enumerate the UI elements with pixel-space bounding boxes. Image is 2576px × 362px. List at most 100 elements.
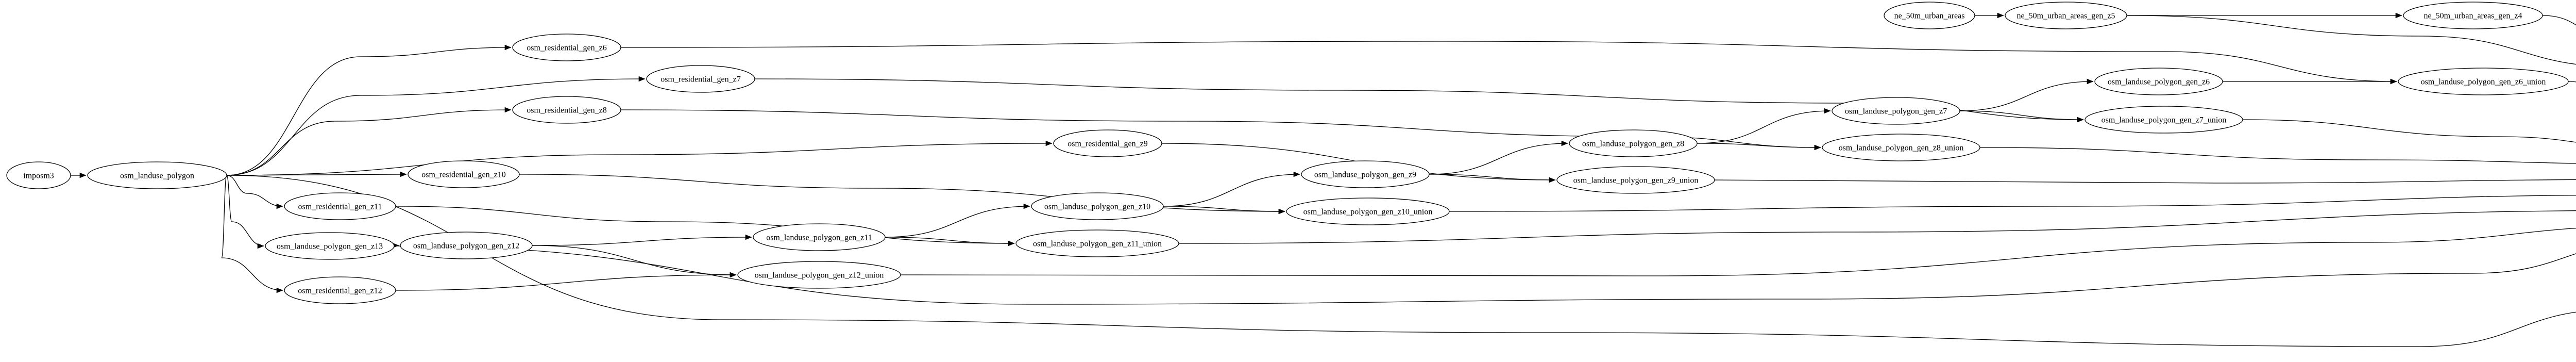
node-ne_50m_urban_areas_gen_z4: ne_50m_urban_areas_gen_z4 xyxy=(2403,2,2543,29)
nodes-layer: imposm3 osm_landuse_polygon osm_residentia… xyxy=(6,2,2569,304)
edge-osm_landuse_polygon-to-osm_landuse_polygon_gen_z13 xyxy=(226,175,264,249)
node-osm_residential_gen_z8: osm_residential_gen_z8 xyxy=(512,96,621,124)
edge-osm_landuse_polygon_gen_z8-to-osm_landuse_polygon_gen_z7 xyxy=(1697,108,1831,144)
node-label-osm_landuse_polygon_gen_z12: osm_landuse_polygon_gen_z12 xyxy=(413,242,519,251)
node-ellipse-osm_landuse_polygon_gen_z9 xyxy=(1301,160,1430,188)
node-osm_landuse_polygon_gen_z8_union: osm_landuse_polygon_gen_z8_union xyxy=(1822,134,1980,161)
node-label-osm_landuse_polygon_gen_z9: osm_landuse_polygon_gen_z9 xyxy=(1314,171,1416,179)
node-osm_residential_gen_z9: osm_residential_gen_z9 xyxy=(1053,129,1162,157)
node-label-osm_landuse_polygon_gen_z8: osm_landuse_polygon_gen_z8 xyxy=(1582,140,1684,149)
node-label-osm_residential_gen_z11: osm_residential_gen_z11 xyxy=(298,203,382,211)
edge-osm_landuse_polygon_gen_z10-to-osm_landuse_polygon_gen_z9 xyxy=(1163,171,1300,207)
node-ellipse-osm_landuse_polygon_gen_z12_union xyxy=(737,261,901,289)
node-label-osm_landuse_polygon_gen_z9_union: osm_landuse_polygon_gen_z9_union xyxy=(1573,176,1699,185)
node-osm_landuse_polygon_gen_z7: osm_landuse_polygon_gen_z7 xyxy=(1832,97,1960,125)
node-ellipse-osm_landuse_polygon_gen_z10_union xyxy=(1286,198,1450,225)
edge-osm_landuse_polygon-to-osm_residential_gen_z12 xyxy=(221,175,283,293)
node-ellipse-osm_landuse_polygon_gen_z6_union xyxy=(2398,68,2569,95)
node-osm_residential_gen_z6: osm_residential_gen_z6 xyxy=(512,34,621,61)
node-osm_landuse_polygon_gen_z7_union: osm_landuse_polygon_gen_z7_union xyxy=(2084,106,2243,134)
node-label-osm_landuse_polygon_gen_z11: osm_landuse_polygon_gen_z11 xyxy=(766,234,872,242)
edge-osm_landuse_polygon_gen_z8-to-osm_landuse_polygon_gen_z8_union xyxy=(1697,143,1821,151)
edge-osm_residential_gen_z12-to-osm_landuse_polygon_gen_z12_union xyxy=(395,272,737,291)
edge-osm_landuse_polygon_gen_z7_union-to-layer_landuse-z7 xyxy=(2242,119,2576,143)
node-label-osm_residential_gen_z8: osm_residential_gen_z8 xyxy=(527,106,607,115)
node-ellipse-osm_landuse_polygon_gen_z11_union xyxy=(1015,229,1179,257)
node-ellipse-osm_residential_gen_z9 xyxy=(1053,129,1162,157)
edge-osm_landuse_polygon-to-osm_residential_gen_z9 xyxy=(226,140,1053,176)
node-label-osm_landuse_polygon_gen_z10_union: osm_landuse_polygon_gen_z10_union xyxy=(1303,208,1433,217)
node-osm_residential_gen_z11: osm_residential_gen_z11 xyxy=(284,192,396,220)
node-ellipse-ne_50m_urban_areas_gen_z5 xyxy=(2005,2,2127,29)
node-osm_landuse_polygon_gen_z13: osm_landuse_polygon_gen_z13 xyxy=(265,232,395,260)
node-ellipse-ne_50m_urban_areas xyxy=(1884,2,1975,29)
node-ellipse-osm_residential_gen_z6 xyxy=(512,34,621,61)
node-label-osm_landuse_polygon_gen_z11_union: osm_landuse_polygon_gen_z11_union xyxy=(1033,240,1162,249)
node-osm_landuse_polygon_gen_z8: osm_landuse_polygon_gen_z8 xyxy=(1569,129,1698,157)
node-ellipse-osm_landuse_polygon_gen_z11 xyxy=(753,223,886,251)
edge-osm_residential_gen_z11-to-osm_landuse_polygon_gen_z11_union xyxy=(395,206,1015,246)
node-label-ne_50m_urban_areas_gen_z4: ne_50m_urban_areas_gen_z4 xyxy=(2424,12,2522,21)
node-osm_landuse_polygon_gen_z6: osm_landuse_polygon_gen_z6 xyxy=(2094,68,2223,95)
edge-ne_50m_urban_areas_gen_z5-to-layer_landuse-z5 xyxy=(2126,15,2576,65)
node-ellipse-osm_landuse_polygon_gen_z13 xyxy=(265,232,395,260)
node-label-ne_50m_urban_areas: ne_50m_urban_areas xyxy=(1894,12,1965,21)
node-ellipse-osm_landuse_polygon_gen_z7 xyxy=(1832,97,1960,125)
node-ellipse-osm_landuse_polygon_gen_z8 xyxy=(1569,129,1698,157)
node-label-osm_residential_gen_z12: osm_residential_gen_z12 xyxy=(298,287,382,295)
node-ne_50m_urban_areas: ne_50m_urban_areas xyxy=(1884,2,1975,29)
node-label-osm_landuse_polygon_gen_z6_union: osm_landuse_polygon_gen_z6_union xyxy=(2421,78,2546,87)
node-label-imposm3: imposm3 xyxy=(23,172,54,180)
node-ellipse-osm_residential_gen_z8 xyxy=(512,96,621,124)
node-label-osm_landuse_polygon: osm_landuse_polygon xyxy=(120,172,194,180)
edge-osm_landuse_polygon_gen_z8_union-to-layer_landuse-z8 xyxy=(1979,147,2576,164)
edge-osm_landuse_polygon-to-osm_residential_gen_z10 xyxy=(226,171,407,177)
edge-osm_landuse_polygon-to-osm_residential_gen_z8 xyxy=(226,107,512,176)
node-label-osm_landuse_polygon_gen_z12_union: osm_landuse_polygon_gen_z12_union xyxy=(755,271,884,280)
edge-osm_landuse_polygon_gen_z7-to-osm_landuse_polygon_gen_z6 xyxy=(1959,78,2094,111)
node-label-osm_residential_gen_z10: osm_residential_gen_z10 xyxy=(421,171,506,179)
node-osm_landuse_polygon_gen_z9: osm_landuse_polygon_gen_z9 xyxy=(1301,160,1430,188)
node-label-osm_landuse_polygon_gen_z8_union: osm_landuse_polygon_gen_z8_union xyxy=(1839,144,1964,153)
node-osm_landuse_polygon_gen_z12: osm_landuse_polygon_gen_z12 xyxy=(400,232,533,259)
node-osm_landuse_polygon_gen_z11: osm_landuse_polygon_gen_z11 xyxy=(753,223,886,251)
edge-osm_residential_gen_z6-to-osm_landuse_polygon_gen_z6_union xyxy=(620,41,2397,85)
edge-osm_landuse_polygon-to-layer_landuse-z14+ xyxy=(226,175,2576,347)
node-ellipse-osm_landuse_polygon_gen_z6 xyxy=(2094,68,2223,95)
node-osm_residential_gen_z12: osm_residential_gen_z12 xyxy=(284,276,396,304)
node-ellipse-osm_residential_gen_z10 xyxy=(408,160,520,188)
node-label-ne_50m_urban_areas_gen_z5: ne_50m_urban_areas_gen_z5 xyxy=(2016,12,2115,21)
edge-osm_landuse_polygon_gen_z6_union-to-layer_landuse-z6 xyxy=(2568,81,2576,83)
node-osm_landuse_polygon_gen_z11_union: osm_landuse_polygon_gen_z11_union xyxy=(1015,229,1179,257)
edge-osm_landuse_polygon_gen_z9-to-osm_landuse_polygon_gen_z8 xyxy=(1429,140,1568,175)
edge-osm_landuse_polygon-to-osm_residential_gen_z6 xyxy=(226,44,512,176)
node-osm_landuse_polygon: osm_landuse_polygon xyxy=(87,161,227,189)
node-label-osm_landuse_polygon_gen_z10: osm_landuse_polygon_gen_z10 xyxy=(1044,203,1150,211)
edge-osm_landuse_polygon_gen_z13-to-layer_landuse-z13 xyxy=(394,245,2576,305)
edge-osm_landuse_polygon_gen_z11-to-osm_landuse_polygon_gen_z10 xyxy=(885,203,1030,238)
node-osm_landuse_polygon_gen_z12_union: osm_landuse_polygon_gen_z12_union xyxy=(737,261,901,289)
edge-osm_landuse_polygon-to-osm_residential_gen_z11 xyxy=(226,175,283,209)
node-label-osm_landuse_polygon_gen_z7_union: osm_landuse_polygon_gen_z7_union xyxy=(2102,116,2227,125)
edge-osm_landuse_polygon_gen_z11_union-to-layer_landuse-z11 xyxy=(1178,210,2576,244)
node-ellipse-osm_landuse_polygon_gen_z9_union xyxy=(1556,166,1715,194)
node-ne_50m_urban_areas_gen_z5: ne_50m_urban_areas_gen_z5 xyxy=(2005,2,2127,29)
node-label-osm_landuse_polygon_gen_z7: osm_landuse_polygon_gen_z7 xyxy=(1845,107,1947,116)
edge-osm_landuse_polygon_gen_z12-to-osm_landuse_polygon_gen_z12_union xyxy=(532,245,737,278)
node-ellipse-osm_landuse_polygon_gen_z12 xyxy=(400,232,533,259)
edge-osm_landuse_polygon_gen_z12-to-osm_landuse_polygon_gen_z11 xyxy=(532,234,752,246)
edge-osm_landuse_polygon_gen_z7-to-osm_landuse_polygon_gen_z7_union xyxy=(1959,110,2084,123)
edge-osm_landuse_polygon_gen_z10_union-to-layer_landuse-z10 xyxy=(1449,194,2576,212)
node-label-osm_residential_gen_z7: osm_residential_gen_z7 xyxy=(660,75,741,84)
node-label-osm_landuse_polygon_gen_z13: osm_landuse_polygon_gen_z13 xyxy=(277,242,383,251)
node-ellipse-osm_landuse_polygon xyxy=(87,161,227,189)
node-ellipse-imposm3 xyxy=(6,161,71,189)
node-ellipse-osm_residential_gen_z12 xyxy=(284,276,396,304)
node-ellipse-osm_landuse_polygon_gen_z10 xyxy=(1031,192,1164,220)
node-imposm3: imposm3 xyxy=(6,161,71,189)
node-osm_landuse_polygon_gen_z6_union: osm_landuse_polygon_gen_z6_union xyxy=(2398,68,2569,95)
node-ellipse-osm_landuse_polygon_gen_z8_union xyxy=(1822,134,1980,161)
node-ellipse-osm_landuse_polygon_gen_z7_union xyxy=(2084,106,2243,134)
